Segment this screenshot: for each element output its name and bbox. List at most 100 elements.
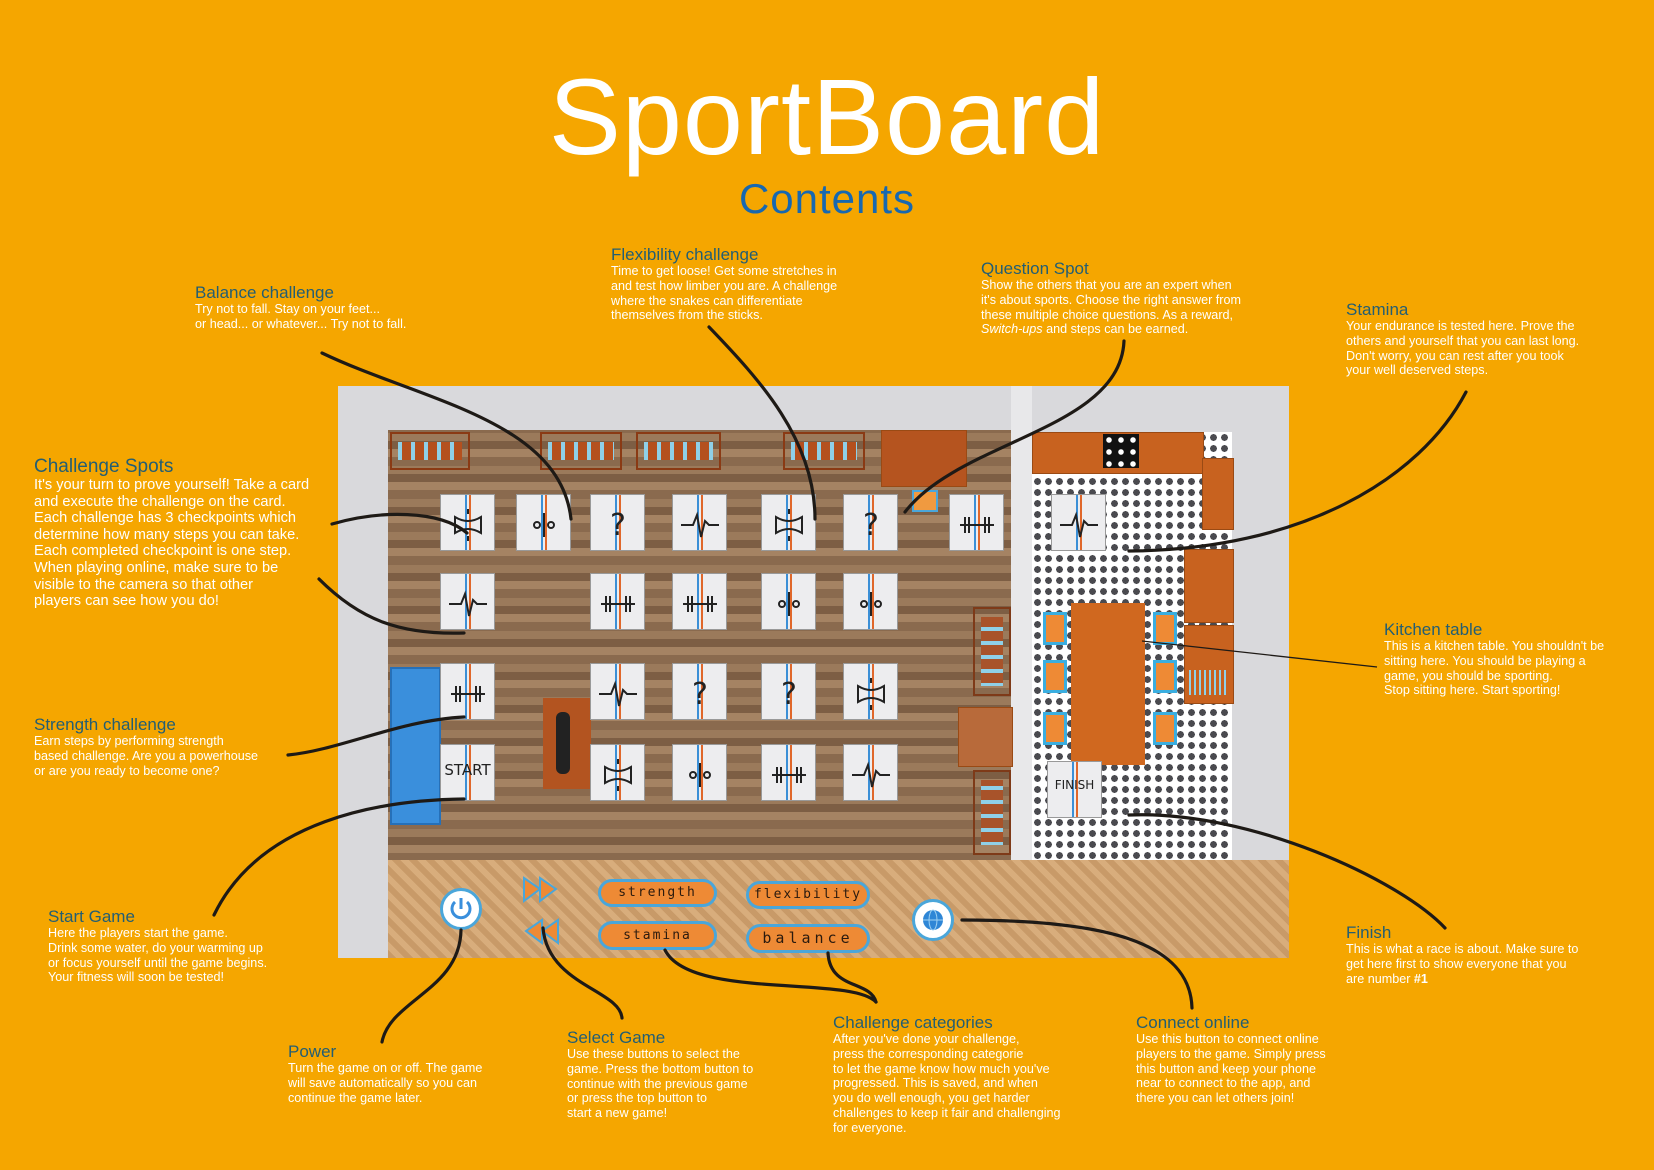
note-body: Earn steps by performing strength based …	[34, 734, 259, 778]
continue-game-button[interactable]	[522, 918, 560, 945]
question-icon: ?	[692, 677, 708, 712]
blue-track-line	[465, 745, 467, 800]
leader-power	[380, 928, 463, 1044]
strength-icon	[683, 596, 717, 612]
tile-balance	[762, 574, 815, 629]
cabinet	[881, 430, 967, 487]
svg-text:?: ?	[692, 677, 708, 712]
orange-track-line	[619, 745, 621, 800]
tile-stamina	[1052, 495, 1105, 550]
power-icon	[450, 898, 472, 920]
orange-track-line	[701, 495, 703, 550]
note-challenge-categories: Challenge categories After you've done y…	[833, 1013, 1061, 1136]
tile-label: FINISH	[1054, 778, 1095, 792]
leader-select	[541, 926, 624, 1020]
note-body: This is a kitchen table. You shouldn't b…	[1384, 639, 1605, 698]
blue-track-line	[697, 574, 699, 629]
balance-icon	[689, 763, 711, 787]
note-body-italic: Switch-ups	[981, 322, 1043, 337]
stamina-icon	[1060, 511, 1098, 538]
stove	[1103, 434, 1139, 468]
note-flexibility: Flexibility challenge Time to get loose!…	[611, 245, 837, 323]
note-title: Finish	[1346, 923, 1392, 942]
orange-track-line	[978, 495, 980, 550]
orange-track-line	[790, 745, 792, 800]
orange-track-line	[545, 495, 547, 550]
blue-track-line	[974, 495, 976, 550]
tile-balance	[517, 495, 570, 550]
note-body: Show the others that you are an expert w…	[981, 278, 1241, 337]
note-title: Connect online	[1136, 1013, 1250, 1032]
rewind-icon	[524, 918, 559, 945]
tile-strength	[591, 574, 644, 629]
orange-track-line	[469, 495, 471, 550]
tile-balance	[673, 745, 726, 800]
stamina-icon	[449, 590, 487, 617]
svg-text:?: ?	[610, 508, 626, 543]
leader-start	[212, 797, 466, 917]
leader-finish	[1127, 813, 1447, 930]
note-body-bold: #1	[1413, 971, 1428, 986]
bookshelf	[973, 607, 1011, 696]
blue-track-line	[465, 664, 467, 719]
stamina-icon	[852, 761, 890, 788]
room-divider-wall	[1011, 386, 1032, 862]
strength-icon	[960, 517, 994, 533]
globe-icon	[923, 909, 943, 931]
side-table	[958, 707, 1013, 767]
note-connect-online: Connect online Use this button to connec…	[1136, 1013, 1326, 1106]
note-title: Flexibility challenge	[611, 245, 759, 264]
orange-track-line	[701, 664, 703, 719]
tile-strength	[673, 574, 726, 629]
orange-track-line	[1076, 762, 1078, 817]
flexibility-button[interactable]: flexibility	[746, 881, 870, 909]
blue-track-line	[541, 495, 543, 550]
blue-track-line	[615, 745, 617, 800]
tile-stamina	[844, 745, 897, 800]
leader-connect	[960, 918, 1194, 1010]
tile-flexibility	[844, 664, 897, 719]
note-title: Challenge Spots	[34, 456, 174, 477]
strength-button[interactable]: strength	[598, 879, 717, 907]
tile-strength	[441, 664, 494, 719]
leader-categories-2	[826, 951, 878, 1004]
flexibility-icon	[857, 678, 885, 710]
orange-track-line	[790, 495, 792, 550]
leader-challenge-spots-1	[330, 512, 469, 535]
blue-track-line	[786, 574, 788, 629]
strength-icon	[772, 767, 806, 783]
note-power: Power Turn the game on or off. The game …	[288, 1042, 482, 1105]
balance-button[interactable]: balance	[746, 924, 870, 953]
tile-stamina	[441, 574, 494, 629]
note-body: After you've done your challenge, press …	[833, 1032, 1061, 1135]
blue-track-line	[786, 664, 788, 719]
tile-flexibility	[441, 495, 494, 550]
fast-forward-icon	[523, 876, 558, 903]
blue-track-line	[697, 664, 699, 719]
new-game-button[interactable]	[522, 876, 560, 903]
leader-balance	[320, 351, 573, 521]
orange-track-line	[619, 664, 621, 719]
stamina-icon	[681, 511, 719, 538]
blue-track-line	[615, 495, 617, 550]
note-body-text: and steps can be earned.	[1042, 322, 1189, 337]
note-challenge-spots: Challenge Spots It's your turn to prove …	[34, 456, 309, 610]
blue-track-line	[868, 664, 870, 719]
leader-challenge-spots-2	[317, 577, 466, 635]
blue-track-line	[786, 745, 788, 800]
stamina-button[interactable]: stamina	[598, 921, 717, 950]
note-body: Time to get loose! Get some stretches in…	[611, 264, 838, 323]
blue-track-line	[868, 495, 870, 550]
orange-track-line	[701, 574, 703, 629]
strength-icon	[601, 596, 635, 612]
connect-online-button[interactable]	[912, 899, 954, 941]
chair	[1153, 712, 1177, 745]
tile-stamina	[673, 495, 726, 550]
leader-categories-1	[663, 948, 878, 1004]
svg-text:?: ?	[863, 508, 879, 543]
power-button[interactable]	[440, 888, 482, 930]
note-question-spot: Question Spot Show the others that you a…	[981, 259, 1241, 337]
orange-track-line	[701, 745, 703, 800]
fridge	[1184, 549, 1234, 623]
